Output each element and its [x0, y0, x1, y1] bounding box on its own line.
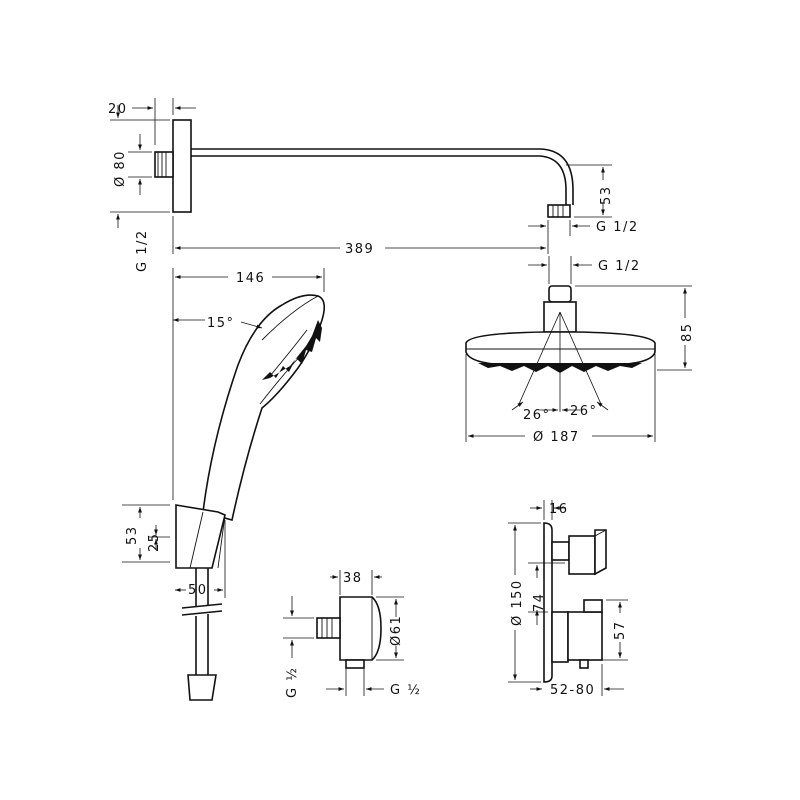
arm-drop-label: 53: [599, 185, 614, 205]
arm-thread-right-label: G 1/2: [596, 220, 639, 235]
wall-thread: [154, 151, 174, 178]
arm-flange-diameter-label: Ø 80: [113, 150, 128, 187]
mixer-center-label: 74: [532, 592, 547, 612]
elbow-width-label: 38: [343, 571, 363, 586]
elbow-dimensions: 38 Ø61 G ½ G ½: [283, 570, 421, 698]
holder-width-label: 50: [188, 583, 208, 598]
spray-angle-left-label: 26°: [523, 408, 551, 423]
hand-dimensions: 146 15° 53 25 50: [122, 268, 325, 598]
head-dimensions: G 1/2 85 26° 26° Ø 187: [465, 256, 695, 445]
wall-flange: [172, 119, 192, 213]
wall-elbow: [316, 596, 382, 669]
holder-height-label: 53: [125, 525, 140, 545]
upper-handle: [568, 535, 596, 575]
head-diameter-label: Ø 187: [533, 430, 580, 445]
head-thread-label: G 1/2: [598, 259, 641, 274]
elbow-thread-right-label: G ½: [390, 683, 421, 698]
arm-thread-left-label: G 1/2: [135, 229, 150, 272]
holder-height-inner-label: 25: [147, 532, 162, 552]
elbow-diameter-label: Ø61: [389, 615, 404, 646]
arm-length-label: 389: [345, 242, 374, 257]
mixer: [543, 522, 607, 683]
lower-handle: [567, 611, 603, 661]
arm-thread-end: [547, 204, 571, 218]
mixer-diameter-label: Ø 150: [510, 579, 525, 626]
mixer-dimensions: 16 Ø 150 74 57 52-80: [508, 500, 628, 698]
hand-angle-label: 15°: [207, 316, 235, 331]
mixer-height-label: 57: [613, 620, 628, 640]
arm-dimensions: 20 Ø 80 G 1/2 53 G 1/2 389: [108, 98, 639, 272]
elbow-thread-left: [316, 617, 341, 639]
hand-length-label: 146: [236, 271, 265, 286]
mixer-projection-label: 52-80: [550, 683, 595, 698]
head-height-label: 85: [680, 322, 695, 342]
elbow-thread-left-label: G ½: [285, 667, 300, 698]
hose-nut: [187, 674, 217, 701]
holder: [175, 504, 226, 569]
hand-shower: [175, 294, 326, 701]
arm-flange-width-label: 20: [108, 102, 128, 117]
spray-angle-right-label: 26°: [570, 404, 598, 419]
shower-head: [465, 285, 656, 412]
elbow-thread-bottom: [345, 659, 365, 669]
shower-arm: [154, 119, 574, 218]
mixer-depth-label: 16: [549, 502, 569, 517]
